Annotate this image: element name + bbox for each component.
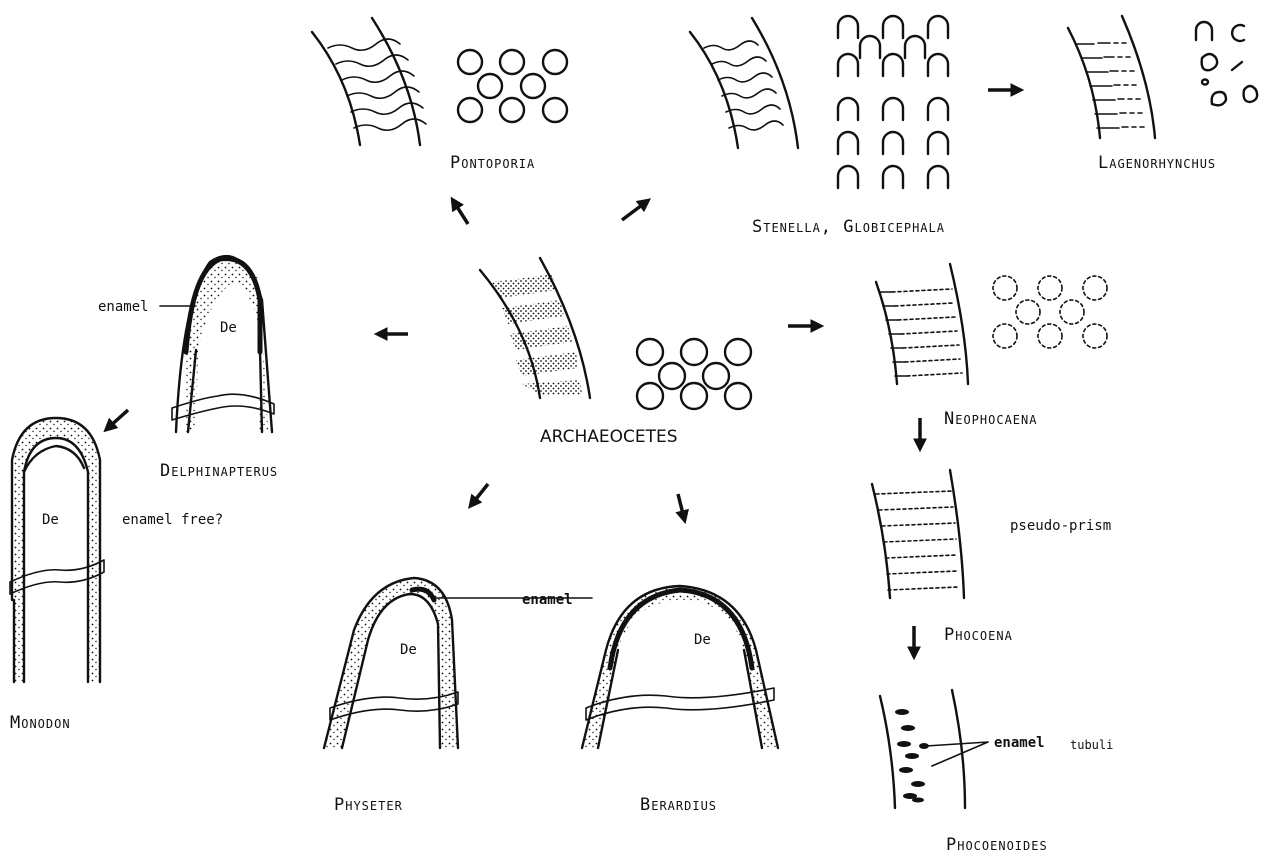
physeter-label: Physeter — [334, 795, 403, 815]
delphinapterus-tooth — [160, 256, 274, 432]
arrow-to-stenella — [622, 202, 646, 220]
archaeocetes-enamel-section — [480, 258, 590, 398]
archaeocetes-prism-cross-section — [637, 339, 751, 409]
lagenorhynchus-enamel-section — [1068, 16, 1155, 138]
arrow-to-physeter — [472, 484, 488, 504]
phocoenoides-enamel-section — [880, 690, 988, 808]
neophocaena-prism-cross-section — [993, 276, 1107, 348]
lagenorhynchus-label: Lagenorhynchus — [1098, 153, 1216, 173]
monodon-tooth — [10, 418, 104, 682]
berardius-tooth — [582, 586, 778, 748]
pontoporia-label: Pontoporia — [450, 153, 535, 173]
pontoporia-enamel-section — [312, 18, 426, 145]
archaeocetes-label: ARCHAEOCETES — [540, 427, 678, 447]
tubuli-label: tubuli — [1070, 738, 1113, 752]
pseudo-prism-label: pseudo-prism — [1010, 518, 1111, 534]
arrow-to-monodon — [108, 410, 128, 428]
delphinapterus-label: Delphinapterus — [160, 461, 278, 481]
delphinapterus-enamel-label: enamel — [98, 299, 149, 315]
phocoenoides-label: Phocoenoides — [946, 835, 1048, 855]
delphinapterus-dentine-label: De — [220, 320, 237, 336]
stenella-label: Stenella, Globicephala — [752, 217, 945, 237]
lagenorhynchus-irregular-prisms — [1196, 22, 1257, 105]
enamel-tubuli-label: enamel — [994, 735, 1045, 751]
arrow-to-pontoporia — [454, 202, 468, 224]
phocoena-enamel-section — [872, 470, 964, 598]
berardius-dentine-label: De — [694, 632, 711, 648]
shared-enamel-label: enamel — [522, 592, 573, 608]
berardius-label: Berardius — [640, 795, 717, 815]
phocoena-label: Phocoena — [944, 625, 1013, 645]
neophocaena-enamel-section — [876, 264, 968, 384]
enamel-free-label: enamel free? — [122, 512, 223, 528]
neophocaena-label: Neophocaena — [944, 409, 1037, 429]
pontoporia-prism-cross-section — [458, 50, 567, 122]
monodon-label: Monodon — [10, 713, 71, 733]
monodon-dentine-label: De — [42, 512, 59, 528]
physeter-dentine-label: De — [400, 642, 417, 658]
stenella-prism-arches — [838, 16, 948, 188]
stenella-enamel-section — [690, 18, 798, 148]
arrow-to-berardius — [678, 494, 684, 518]
